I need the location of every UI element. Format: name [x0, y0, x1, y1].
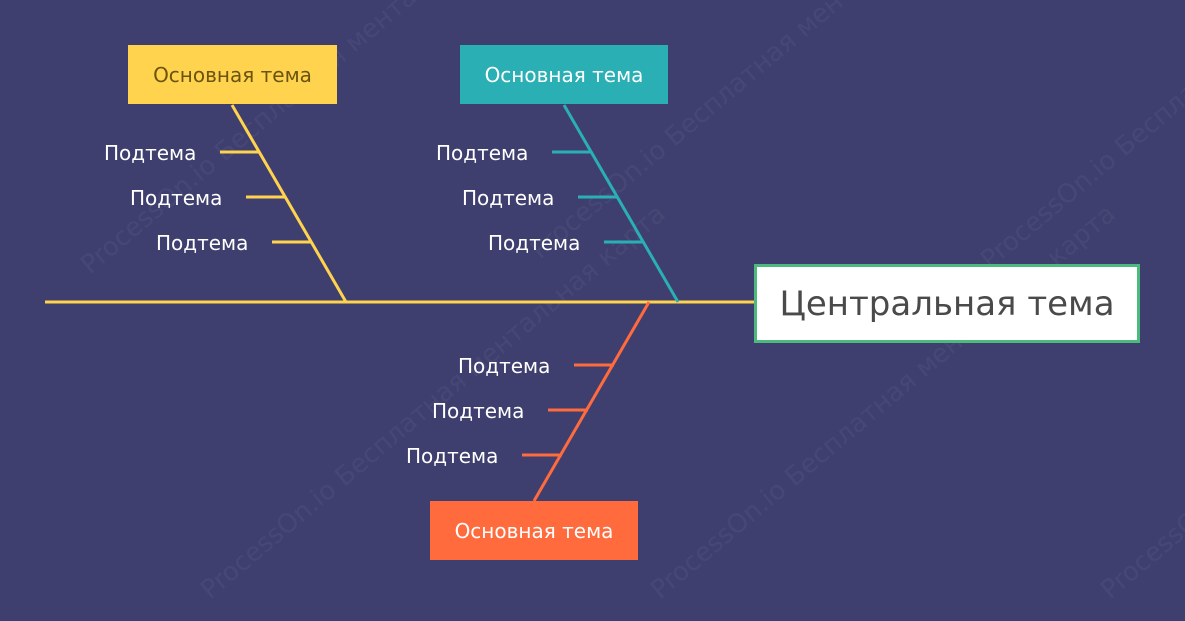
subtopic-top-right-2[interactable]: Подтема	[462, 186, 555, 210]
subtopic-bottom-3[interactable]: Подтема	[406, 444, 499, 468]
bone-line-bottom	[532, 301, 651, 502]
bone-line-top-right	[562, 104, 680, 303]
subtopic-bottom-2[interactable]: Подтема	[432, 399, 525, 423]
subtopic-bottom-1[interactable]: Подтема	[458, 354, 551, 378]
central-topic-label: Центральная тема	[779, 283, 1115, 324]
subtopic-top-left-3[interactable]: Подтема	[156, 231, 249, 255]
main-topic-label: Основная тема	[484, 62, 644, 87]
svg-text:ProcessOn.io Бесплатная ментал: ProcessOn.io Бесплатная ментальная карта	[525, 0, 1001, 265]
main-topic-label: Основная тема	[454, 518, 614, 543]
subtopic-top-left-2[interactable]: Подтема	[130, 186, 223, 210]
subtopic-top-right-1[interactable]: Подтема	[436, 141, 529, 165]
main-topic-top-right[interactable]: Основная тема	[460, 45, 668, 104]
central-topic[interactable]: Центральная тема	[754, 264, 1140, 343]
svg-text:ProcessOn.io Бесплатная ментал: ProcessOn.io Бесплатная ментальная карта	[1095, 199, 1185, 605]
bone-line-top-left	[230, 104, 348, 303]
main-topic-top-left[interactable]: Основная тема	[128, 45, 337, 104]
main-topic-bottom[interactable]: Основная тема	[430, 501, 638, 560]
subtopic-top-left-1[interactable]: Подтема	[104, 141, 197, 165]
main-topic-label: Основная тема	[153, 62, 312, 87]
svg-text:ProcessOn.io Бесплатная ментал: ProcessOn.io Бесплатная ментальная карта	[645, 199, 1121, 605]
subtopic-top-right-3[interactable]: Подтема	[488, 231, 581, 255]
